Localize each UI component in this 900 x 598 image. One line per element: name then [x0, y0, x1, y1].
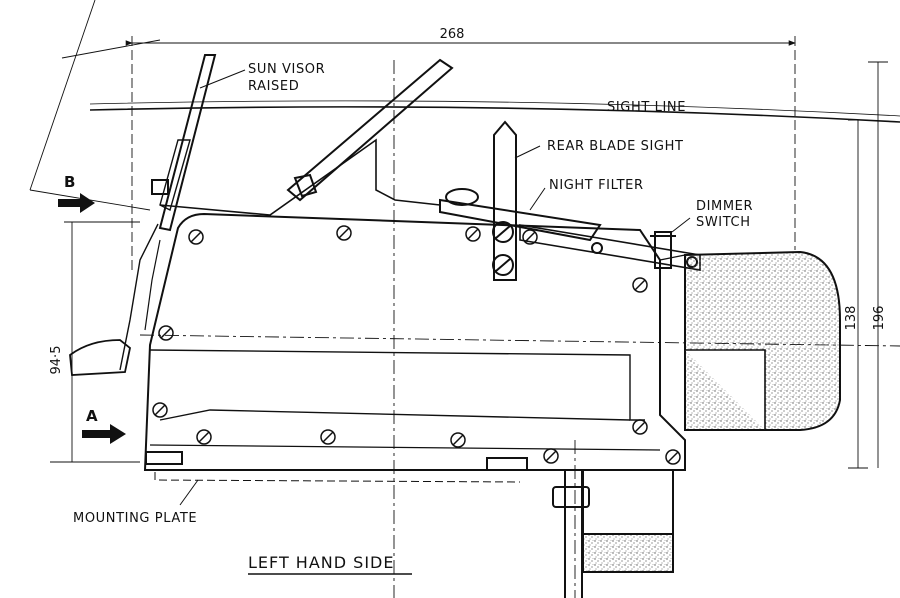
drawing-title: LEFT HAND SIDE: [248, 553, 394, 572]
label-night-filter: NIGHT FILTER: [549, 178, 644, 193]
sight-body: [143, 212, 686, 471]
dimension-138: [848, 119, 868, 469]
label-switch: SWITCH: [696, 215, 751, 230]
cable-stub: [69, 339, 131, 376]
dimension-94-5-label: 94·5: [49, 346, 64, 375]
label-raised: RAISED: [248, 79, 299, 94]
construction-lines: [29, 0, 161, 211]
label-mounting-plate: MOUNTING PLATE: [73, 511, 197, 526]
label-view-a: A: [86, 407, 98, 425]
dimension-268-label: 268: [440, 27, 465, 42]
dimension-94-5: [50, 221, 140, 463]
view-arrow-a: [82, 424, 126, 444]
lamp-housing: [684, 250, 841, 431]
rear-blade-sight: [492, 120, 517, 281]
mounting-plate: [145, 451, 528, 483]
bolt-heads: [152, 225, 681, 465]
label-sight-line: SIGHT LINE: [607, 100, 686, 115]
dimension-196-label: 196: [872, 306, 887, 331]
label-view-b: B: [64, 173, 76, 191]
dimension-196: [868, 61, 888, 468]
dimension-268: [125, 36, 796, 270]
dimmer-switch: [650, 231, 676, 269]
label-sun-visor: SUN VISOR: [248, 62, 325, 77]
adjuster-knob: [552, 469, 674, 598]
leader-lines: [179, 69, 691, 506]
tilted-plate: [159, 58, 454, 216]
dimension-138-label: 138: [844, 306, 859, 331]
label-dimmer: DIMMER: [696, 199, 753, 214]
sight-line: [89, 100, 900, 123]
view-arrow-b: [58, 193, 95, 213]
label-rear-blade-sight: REAR BLADE SIGHT: [547, 139, 684, 154]
